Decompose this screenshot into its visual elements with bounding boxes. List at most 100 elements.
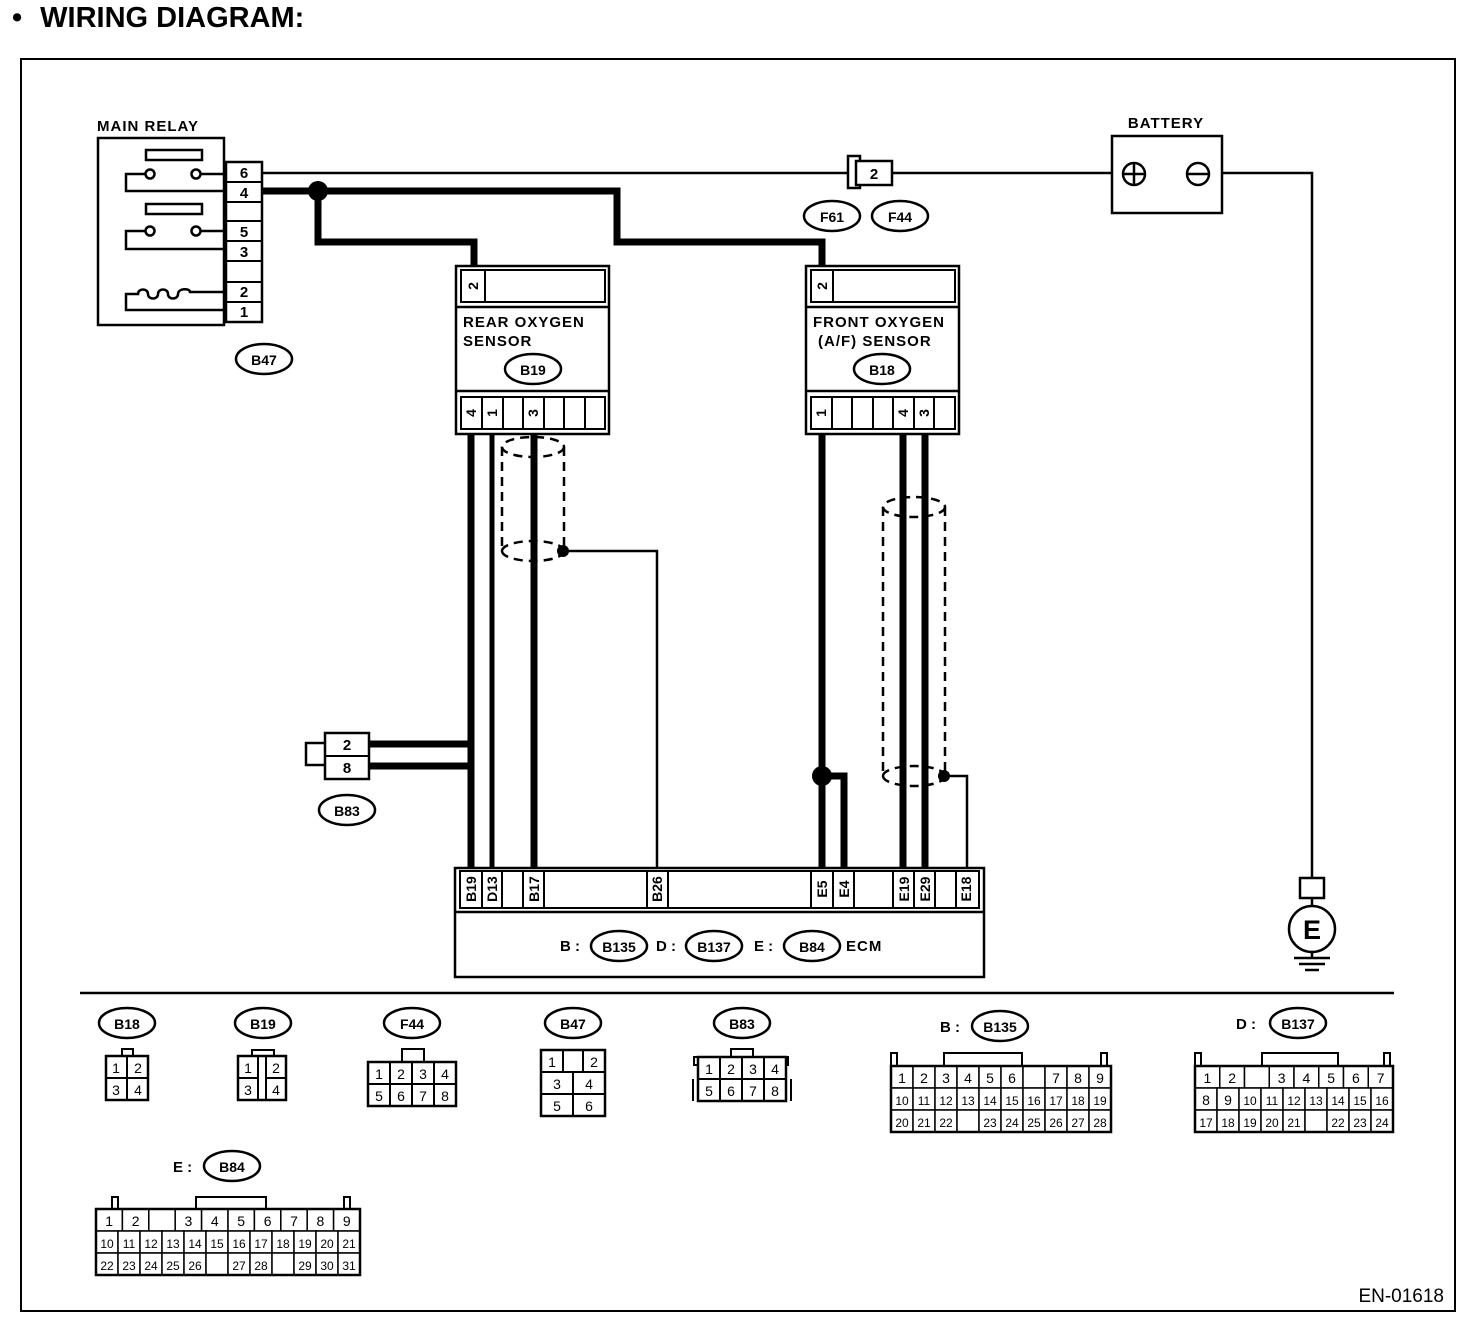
legend-pin: 29 xyxy=(298,1259,312,1273)
connector-badge-f61: F61 xyxy=(820,209,844,225)
legend-pin: 6 xyxy=(1008,1070,1016,1086)
legend-pin: 14 xyxy=(983,1094,997,1108)
legend-cell xyxy=(271,1252,295,1276)
legend-pin: 4 xyxy=(441,1066,449,1082)
legend-pin: 1 xyxy=(375,1066,383,1082)
connector-latch xyxy=(943,1052,1023,1067)
legend-pin: 10 xyxy=(1243,1094,1257,1108)
title-text: WIRING DIAGRAM: xyxy=(40,2,305,34)
legend-pin: 21 xyxy=(342,1237,356,1251)
front-sensor-pin: 4 xyxy=(895,409,911,417)
legend-pin: 2 xyxy=(132,1213,140,1229)
legend-pin: 1 xyxy=(105,1213,113,1229)
legend-pin: 24 xyxy=(144,1259,158,1273)
main-relay-label: MAIN RELAY xyxy=(97,118,199,135)
legend-pin: 3 xyxy=(185,1213,193,1229)
ground-symbol: E xyxy=(1287,876,1337,972)
legend-pin: 19 xyxy=(1093,1094,1107,1108)
connector-badge-b135: B135 xyxy=(602,939,636,955)
legend-pin: 3 xyxy=(112,1082,120,1098)
legend-pin: 28 xyxy=(1093,1116,1107,1130)
relay-pin-label: 3 xyxy=(240,244,248,261)
connector-latch xyxy=(343,1196,351,1210)
legend-pin: 15 xyxy=(210,1237,224,1251)
rear-oxygen-sensor: 2 REAR OXYGEN SENSOR B19 4 1 3 xyxy=(454,264,611,436)
legend-pin: 13 xyxy=(961,1094,975,1108)
legend-pin: 2 xyxy=(727,1061,735,1077)
connector-badge-b19: B19 xyxy=(520,362,546,378)
legend-pin: 6 xyxy=(1352,1070,1360,1086)
legend-pin: 27 xyxy=(232,1259,246,1273)
legend-pin: 6 xyxy=(397,1088,405,1104)
legend: B18 1 2 3 4 B19 1 2 3 4 F44 1 xyxy=(94,1006,1395,1277)
ecm-pin-label: E4 xyxy=(836,880,852,897)
legend-pin: 4 xyxy=(1302,1070,1310,1086)
legend-pin: 5 xyxy=(237,1213,245,1229)
legend-pin: 9 xyxy=(343,1213,351,1229)
front-sensor-pin: 1 xyxy=(813,409,829,417)
legend-badge-b137: B137 xyxy=(1281,1016,1315,1032)
legend-pin: 20 xyxy=(895,1116,909,1130)
legend-pin: 5 xyxy=(375,1088,383,1104)
legend-pin: 5 xyxy=(553,1098,561,1114)
front-sensor-pin: 3 xyxy=(916,409,932,417)
ecm-prefix-e: E : xyxy=(754,938,773,955)
legend-pin: 22 xyxy=(1331,1116,1345,1130)
legend-pin: 15 xyxy=(1005,1094,1019,1108)
b83-pin-label: 2 xyxy=(343,737,351,754)
legend-pin: 23 xyxy=(983,1116,997,1130)
legend-pin: 4 xyxy=(771,1061,779,1077)
legend-pin: 1 xyxy=(705,1061,713,1077)
legend-pin: 9 xyxy=(1096,1070,1104,1086)
ecm-pin-label: E19 xyxy=(896,876,912,901)
legend-pin: 18 xyxy=(276,1237,290,1251)
wire-battery-neg-to-ground xyxy=(1222,171,1314,878)
legend-pin: 4 xyxy=(272,1082,280,1098)
legend-pin: 4 xyxy=(585,1076,593,1092)
legend-pin: 22 xyxy=(939,1116,953,1130)
legend-badge-b84: B84 xyxy=(219,1159,245,1175)
legend-cell xyxy=(1022,1065,1046,1089)
connector-badge-f44: F44 xyxy=(888,209,912,225)
legend-pin: 2 xyxy=(397,1066,405,1082)
legend-pin: 26 xyxy=(1049,1116,1063,1130)
ecm-pin-label: E29 xyxy=(917,876,933,901)
junction-dot xyxy=(812,766,832,786)
legend-pin: 3 xyxy=(419,1066,427,1082)
legend-pin: 16 xyxy=(1375,1094,1389,1108)
legend-pin: 15 xyxy=(1353,1094,1367,1108)
legend-pin: 7 xyxy=(1377,1070,1385,1086)
legend-pin: 12 xyxy=(939,1094,953,1108)
connector-latch xyxy=(195,1196,267,1210)
legend-pin: 1 xyxy=(244,1060,252,1076)
ecm-pin-label: E18 xyxy=(958,876,974,901)
legend-pin: 24 xyxy=(1005,1116,1019,1130)
legend-pin: 17 xyxy=(1049,1094,1063,1108)
legend-prefix-d: D : xyxy=(1236,1016,1256,1033)
legend-pin: 11 xyxy=(918,1094,931,1108)
legend-pin: 5 xyxy=(1327,1070,1335,1086)
connector-badge-b84: B84 xyxy=(799,939,825,955)
legend-pin: 2 xyxy=(134,1060,142,1076)
legend-pin: 3 xyxy=(553,1076,561,1092)
ground-label: E xyxy=(1303,915,1321,945)
legend-pin: 4 xyxy=(211,1213,219,1229)
ecm-pin-label: B26 xyxy=(649,876,665,902)
legend-cell xyxy=(148,1208,176,1232)
ecm-pin-label: D13 xyxy=(484,876,500,902)
rear-sensor-label-2: SENSOR xyxy=(463,333,532,350)
legend-pin: 3 xyxy=(749,1061,757,1077)
wire-shield-to-e18 xyxy=(944,774,969,870)
connector-latch xyxy=(890,1052,898,1067)
connector-badge-b18: B18 xyxy=(869,362,895,378)
relay-pin-label: 4 xyxy=(240,185,249,202)
legend-outline xyxy=(1193,1064,1395,1134)
legend-pin: 11 xyxy=(123,1237,136,1251)
legend-cell xyxy=(1243,1065,1270,1089)
main-relay: MAIN RELAY 6 4 5 3 xyxy=(96,118,294,376)
legend-pin: 1 xyxy=(898,1070,906,1086)
legend-pin: 8 xyxy=(441,1088,449,1104)
front-sensor-label-1: FRONT OXYGEN xyxy=(813,314,945,331)
front-sensor-top-pin: 2 xyxy=(814,282,830,290)
